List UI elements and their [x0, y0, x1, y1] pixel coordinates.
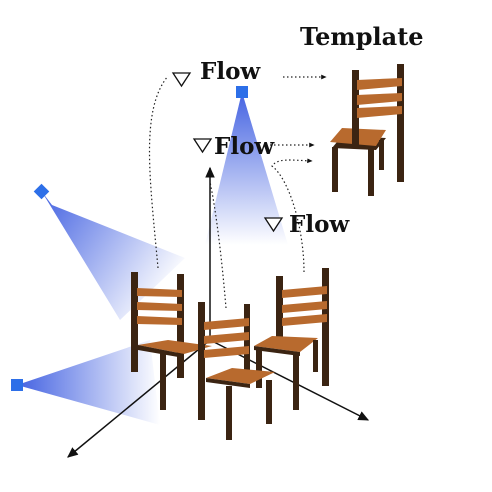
- flow-connectors: [148, 74, 327, 309]
- scene-chair-front: [198, 302, 275, 440]
- light-cone-left-lower: [17, 340, 160, 425]
- light-source-left-lower-icon: [11, 379, 23, 391]
- light-cone-top: [205, 92, 288, 245]
- flow-marker-3-icon: [263, 217, 284, 233]
- scene-chair-right: [254, 268, 329, 410]
- flow-marker-2-icon: [192, 138, 213, 154]
- template-label: Template: [300, 22, 424, 51]
- light-cone-left-upper: [42, 192, 185, 320]
- scene-chair-left: [131, 272, 212, 410]
- light-source-left-upper-icon: [33, 183, 50, 200]
- light-source-top-icon: [236, 86, 248, 98]
- flow-label-1: Flow: [200, 58, 261, 85]
- flow-marker-1-icon: [171, 72, 192, 88]
- flow-label-3: Flow: [289, 211, 350, 238]
- template-chair: [330, 64, 404, 196]
- flow-label-2: Flow: [214, 133, 275, 160]
